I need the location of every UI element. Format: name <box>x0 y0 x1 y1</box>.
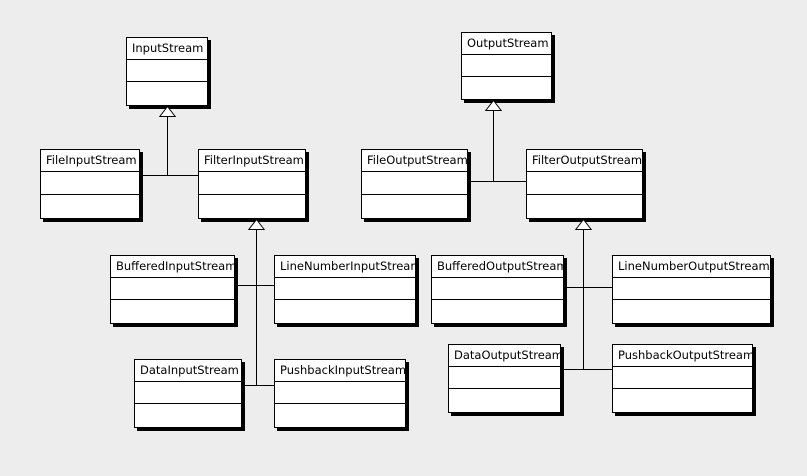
uml-attributes-compartment <box>111 278 234 300</box>
connector-inputstream-stem <box>167 117 168 175</box>
uml-operations-compartment <box>449 389 560 412</box>
uml-class-name: LineNumberInputStream <box>275 256 415 278</box>
uml-class-name: DataOutputStream <box>449 345 560 367</box>
connector-filteroutputstream-bus-row3 <box>564 287 613 288</box>
uml-class-name: FileOutputStream <box>362 150 467 172</box>
connector-filteroutputstream-stem <box>583 230 584 370</box>
uml-class-name: LineNumberOutputStream <box>613 256 770 278</box>
uml-class-name: BufferedOutputStream <box>432 256 563 278</box>
uml-class-name: FilterOutputStream <box>527 150 642 172</box>
uml-attributes-compartment <box>432 278 563 300</box>
generalization-arrow-to-filterinputstream <box>248 219 265 230</box>
uml-operations-compartment <box>127 82 207 105</box>
uml-class-pushbackinputstream[interactable]: PushbackInputStream <box>274 359 406 428</box>
uml-attributes-compartment <box>449 367 560 389</box>
uml-attributes-compartment <box>462 55 551 77</box>
uml-operations-compartment <box>135 404 241 427</box>
uml-operations-compartment <box>41 195 139 218</box>
uml-class-name: FileInputStream <box>41 150 139 172</box>
uml-attributes-compartment <box>527 172 642 195</box>
uml-class-name: OutputStream <box>462 33 551 55</box>
uml-attributes-compartment <box>362 172 467 195</box>
uml-operations-compartment <box>199 195 305 218</box>
uml-attributes-compartment <box>41 172 139 195</box>
generalization-arrow-to-filteroutputstream <box>575 219 592 230</box>
uml-attributes-compartment <box>613 278 770 300</box>
uml-class-fileinputstream[interactable]: FileInputStream <box>40 149 140 219</box>
uml-attributes-compartment <box>275 382 405 404</box>
uml-class-bufferedinputstream[interactable]: BufferedInputStream <box>110 255 235 324</box>
uml-operations-compartment <box>362 195 467 218</box>
uml-operations-compartment <box>613 300 770 323</box>
uml-class-name: DataInputStream <box>135 360 241 382</box>
uml-class-outputstream[interactable]: OutputStream <box>461 32 552 100</box>
connector-filterinputstream-bus-row4 <box>242 385 275 386</box>
connector-filterinputstream-stem <box>256 230 257 385</box>
uml-class-bufferedoutputstream[interactable]: BufferedOutputStream <box>431 255 564 324</box>
uml-class-name: BufferedInputStream <box>111 256 234 278</box>
uml-operations-compartment <box>527 195 642 218</box>
generalization-arrow-to-inputstream <box>159 106 176 117</box>
connector-outputstream-stem <box>493 111 494 181</box>
uml-class-filteroutputstream[interactable]: FilterOutputStream <box>526 149 643 219</box>
connector-filteroutputstream-bus-row4 <box>561 369 613 370</box>
uml-class-name: PushbackOutputStream <box>613 345 752 367</box>
uml-operations-compartment <box>613 389 752 412</box>
uml-class-dataoutputstream[interactable]: DataOutputStream <box>448 344 561 413</box>
uml-class-linenumberinputstream[interactable]: LineNumberInputStream <box>274 255 416 324</box>
uml-class-filterinputstream[interactable]: FilterInputStream <box>198 149 306 219</box>
uml-class-name: FilterInputStream <box>199 150 305 172</box>
connector-filterinputstream-bus-row3 <box>235 285 275 286</box>
generalization-arrow-to-outputstream <box>485 100 502 111</box>
uml-operations-compartment <box>275 300 415 323</box>
uml-attributes-compartment <box>127 60 207 82</box>
uml-attributes-compartment <box>275 278 415 300</box>
uml-attributes-compartment <box>199 172 305 195</box>
uml-operations-compartment <box>111 300 234 323</box>
connector-outputstream-bus <box>468 181 527 182</box>
uml-class-name: InputStream <box>127 38 207 60</box>
uml-class-name: PushbackInputStream <box>275 360 405 382</box>
uml-attributes-compartment <box>613 367 752 389</box>
uml-operations-compartment <box>462 77 551 99</box>
uml-attributes-compartment <box>135 382 241 404</box>
uml-class-inputstream[interactable]: InputStream <box>126 37 208 106</box>
connector-inputstream-bus <box>140 175 199 176</box>
uml-class-linenumberoutputstream[interactable]: LineNumberOutputStream <box>612 255 771 324</box>
uml-class-pushbackoutputstream[interactable]: PushbackOutputStream <box>612 344 753 413</box>
uml-class-datainputstream[interactable]: DataInputStream <box>134 359 242 428</box>
uml-operations-compartment <box>275 404 405 427</box>
uml-operations-compartment <box>432 300 563 323</box>
uml-class-fileoutputstream[interactable]: FileOutputStream <box>361 149 468 219</box>
